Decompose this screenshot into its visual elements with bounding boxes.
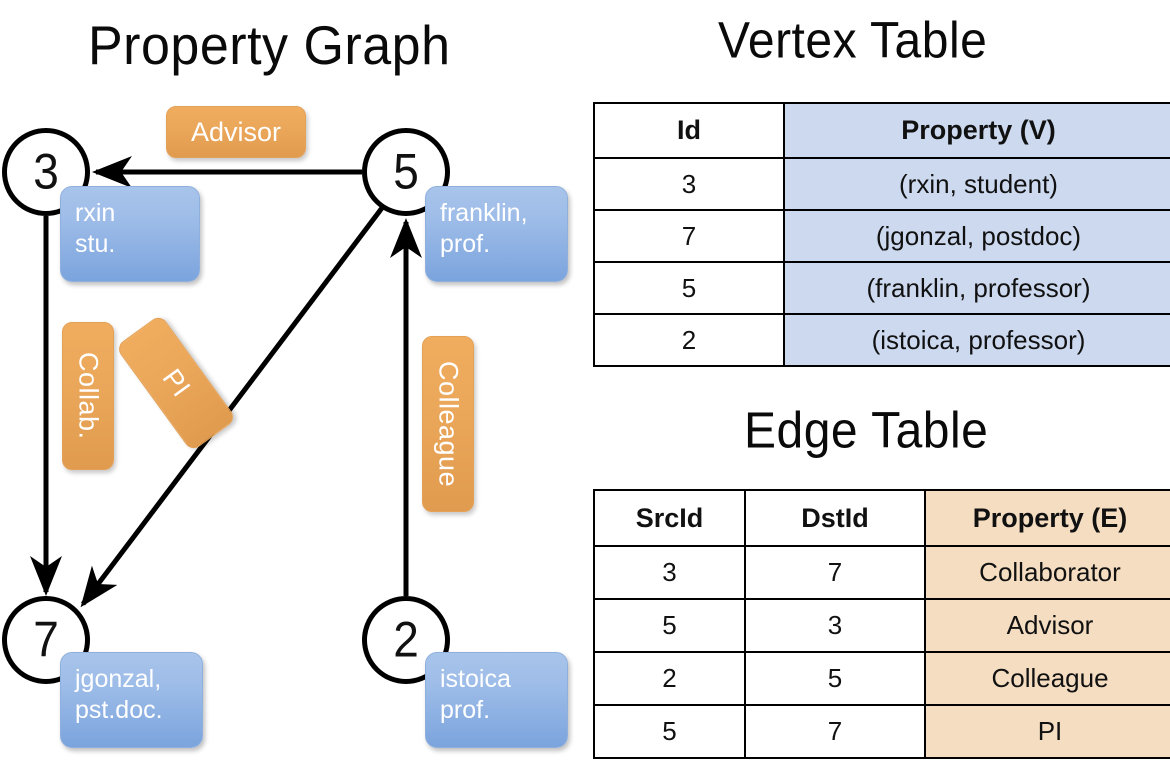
edge-property-collab-label: Collab.	[73, 352, 104, 440]
edge-line-pi	[80, 198, 390, 608]
vertex-property-box-franklin: franklin, prof.	[425, 186, 568, 282]
edge-table-cell-property: Colleague	[924, 651, 1170, 706]
table-row: 2 5 Colleague	[593, 651, 1170, 706]
edge-property-pi-label: PI	[156, 363, 197, 403]
edge-property-box-colleague: Colleague	[422, 336, 474, 512]
table-row: 5 (franklin, professor)	[593, 261, 1170, 315]
edge-table-cell-srcid: 2	[593, 651, 746, 706]
vertex-property-rxin-line1: rxin	[75, 199, 116, 227]
edge-table-cell-property: PI	[924, 704, 1170, 759]
edge-table-header-row: SrcId DstId Property (E)	[593, 489, 1170, 547]
vertex-table-cell-id: 3	[593, 157, 785, 211]
graph-vertex-2[interactable]: 2	[362, 596, 450, 684]
vertex-property-jgonzal-line2: pst.doc.	[75, 695, 163, 724]
graph-vertex-5[interactable]: 5	[362, 128, 450, 216]
vertex-property-box-istoica: istoica prof.	[425, 652, 568, 748]
page-title-edge-table: Edge Table	[744, 403, 989, 460]
edge-table-cell-dstid: 7	[744, 545, 926, 600]
edge-table-cell-dstid: 7	[744, 704, 926, 759]
page-title-property-graph: Property Graph	[88, 15, 451, 77]
graph-vertex-7-label: 7	[33, 610, 59, 668]
edge-property-box-collab: Collab.	[62, 322, 114, 470]
vertex-property-franklin-line1: franklin,	[440, 199, 528, 227]
edge-property-advisor-label: Advisor	[190, 116, 282, 147]
edge-table-cell-dstid: 5	[744, 651, 926, 706]
table-row: 7 (jgonzal, postdoc)	[593, 209, 1170, 263]
vertex-property-jgonzal-line1: jgonzal,	[75, 665, 162, 693]
vertex-table-cell-property: (istoica, professor)	[783, 313, 1170, 367]
edge-table-cell-srcid: 3	[593, 545, 746, 600]
property-graph-diagram: 3 5 7 2 rxin stu. franklin, prof. jgonza…	[2, 106, 568, 748]
vertex-table: Id Property (V) 3 (rxin, student) 7 (jgo…	[593, 102, 1170, 367]
graph-vertex-5-label: 5	[393, 142, 419, 200]
vertex-table-header-row: Id Property (V)	[593, 102, 1170, 159]
edge-table-cell-srcid: 5	[593, 704, 746, 759]
vertex-table-cell-property: (jgonzal, postdoc)	[783, 209, 1170, 263]
edge-table-cell-property: Collaborator	[924, 545, 1170, 600]
edge-property-colleague-label: Colleague	[433, 360, 464, 488]
vertex-table-header-property: Property (V)	[783, 102, 1170, 159]
edge-table-cell-srcid: 5	[593, 598, 746, 653]
vertex-property-istoica-line2: prof.	[440, 695, 491, 724]
table-row: 2 (istoica, professor)	[593, 313, 1170, 367]
edge-property-box-advisor: Advisor	[166, 106, 306, 158]
vertex-table-cell-property: (franklin, professor)	[783, 261, 1170, 315]
vertex-property-franklin-line2: prof.	[440, 229, 491, 258]
page-title-vertex-table: Vertex Table	[718, 13, 988, 70]
vertex-table-cell-id: 7	[593, 209, 785, 263]
table-row: 3 7 Collaborator	[593, 545, 1170, 600]
vertex-property-box-rxin: rxin stu.	[60, 186, 200, 282]
graph-vertex-2-label: 2	[393, 610, 419, 668]
table-row: 3 (rxin, student)	[593, 157, 1170, 211]
edge-table-header-srcid: SrcId	[593, 489, 746, 547]
graph-edges-svg	[30, 156, 422, 608]
vertex-table-cell-id: 5	[593, 261, 785, 315]
edge-table-cell-property: Advisor	[924, 598, 1170, 653]
edge-table-cell-dstid: 3	[744, 598, 926, 653]
table-row: 5 7 PI	[593, 704, 1170, 759]
edge-table: SrcId DstId Property (E) 3 7 Collaborato…	[593, 489, 1170, 759]
graph-vertex-3-label: 3	[33, 142, 59, 200]
edge-table-header-dstid: DstId	[744, 489, 926, 547]
vertex-property-rxin-line2: stu.	[75, 229, 116, 258]
table-row: 5 3 Advisor	[593, 598, 1170, 653]
edge-table-header-property: Property (E)	[924, 489, 1170, 547]
vertex-property-box-jgonzal: jgonzal, pst.doc.	[60, 652, 203, 748]
vertex-table-cell-id: 2	[593, 313, 785, 367]
vertex-table-header-id: Id	[593, 102, 785, 159]
vertex-table-cell-property: (rxin, student)	[783, 157, 1170, 211]
vertex-property-istoica-line1: istoica	[440, 665, 511, 693]
